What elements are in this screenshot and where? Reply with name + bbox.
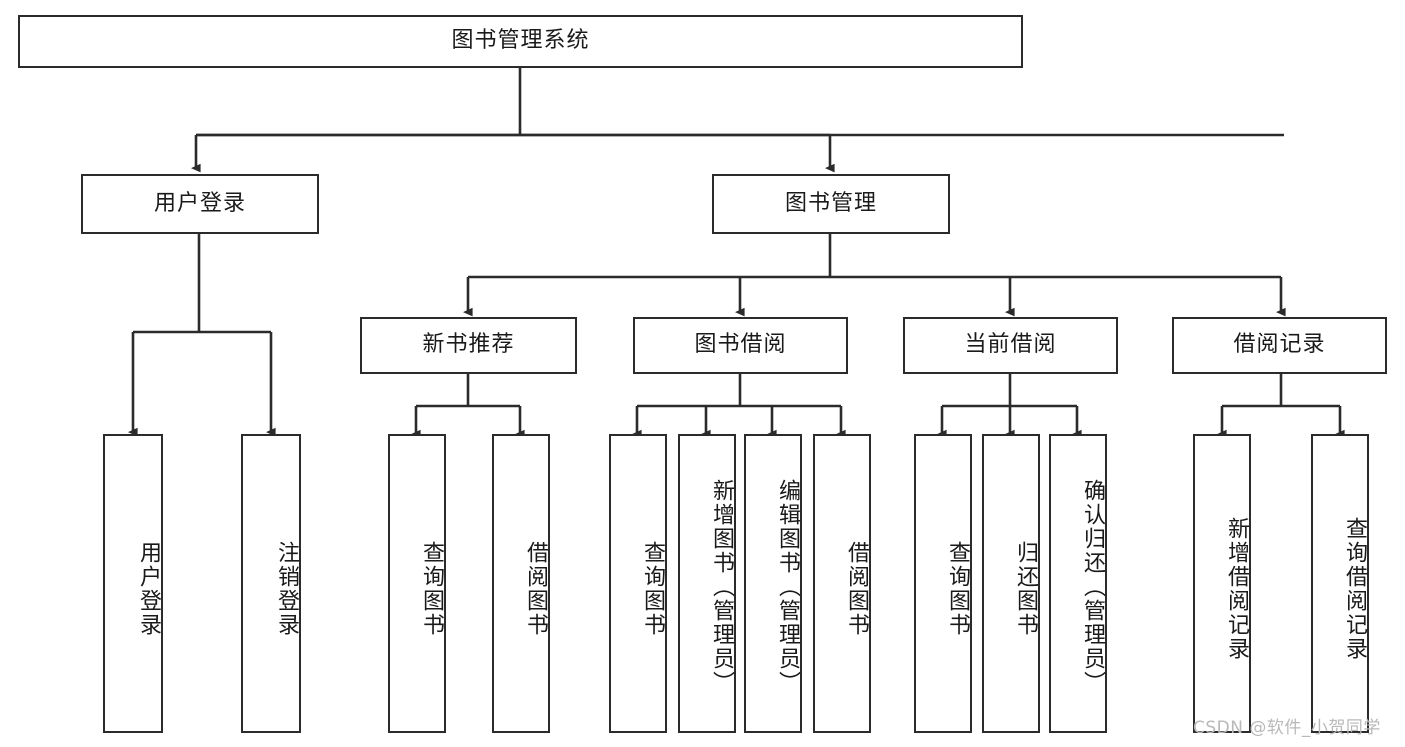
node-current-borrowing[interactable]: 当前借阅 [903, 317, 1118, 374]
node-label: 用户登录 [136, 540, 161, 637]
node-label: 借阅记录 [1233, 332, 1326, 358]
leaf-user-login-login[interactable]: 用户登录 [103, 434, 163, 733]
node-label: 新书推荐 [422, 332, 515, 358]
node-borrowing-records[interactable]: 借阅记录 [1172, 317, 1387, 374]
leaf-current-borrow-confirm-return-admin[interactable]: 确认归还（管理员） [1049, 434, 1107, 733]
leaf-book-borrow-query-book[interactable]: 查询图书 [609, 434, 667, 733]
leaf-current-borrow-query-book[interactable]: 查询图书 [914, 434, 972, 733]
node-label: 确认归还（管理员） [1080, 478, 1105, 695]
node-label: 新增图书（管理员） [709, 478, 734, 695]
node-label: 借阅图书 [523, 540, 548, 637]
leaf-book-borrow-add-book-admin[interactable]: 新增图书（管理员） [678, 434, 736, 733]
node-label: 图书管理 [784, 190, 877, 216]
node-new-book-recommendation[interactable]: 新书推荐 [360, 317, 577, 374]
node-label: 注销登录 [274, 540, 299, 637]
node-label: 编辑图书（管理员） [775, 478, 800, 695]
node-label: 查询图书 [945, 540, 970, 637]
node-label: 用户登录 [153, 190, 246, 216]
leaf-user-login-logout[interactable]: 注销登录 [241, 434, 301, 733]
node-label: 查询借阅记录 [1342, 516, 1367, 661]
node-label: 图书借阅 [694, 332, 787, 358]
node-root-book-management-system[interactable]: 图书管理系统 [18, 15, 1023, 68]
leaf-record-add-borrow-record[interactable]: 新增借阅记录 [1193, 434, 1251, 733]
leaf-record-query-borrow-record[interactable]: 查询借阅记录 [1311, 434, 1369, 733]
node-label: 归还图书 [1013, 540, 1038, 637]
csdn-watermark: CSDN @软件_小贺同学 [1193, 718, 1381, 738]
leaf-new-book-query-book[interactable]: 查询图书 [388, 434, 446, 733]
node-label: 查询图书 [419, 540, 444, 637]
node-user-login[interactable]: 用户登录 [81, 174, 319, 234]
node-label: 图书管理系统 [451, 28, 590, 54]
leaf-book-borrow-borrow-book[interactable]: 借阅图书 [813, 434, 871, 733]
node-label: 查询图书 [640, 540, 665, 637]
node-book-management[interactable]: 图书管理 [712, 174, 950, 234]
leaf-current-borrow-return-book[interactable]: 归还图书 [982, 434, 1040, 733]
node-label: 新增借阅记录 [1224, 516, 1249, 661]
leaf-book-borrow-edit-book-admin[interactable]: 编辑图书（管理员） [744, 434, 802, 733]
node-label: 当前借阅 [964, 332, 1057, 358]
node-label: 借阅图书 [844, 540, 869, 637]
leaf-new-book-borrow-book[interactable]: 借阅图书 [492, 434, 550, 733]
node-book-borrowing[interactable]: 图书借阅 [633, 317, 848, 374]
